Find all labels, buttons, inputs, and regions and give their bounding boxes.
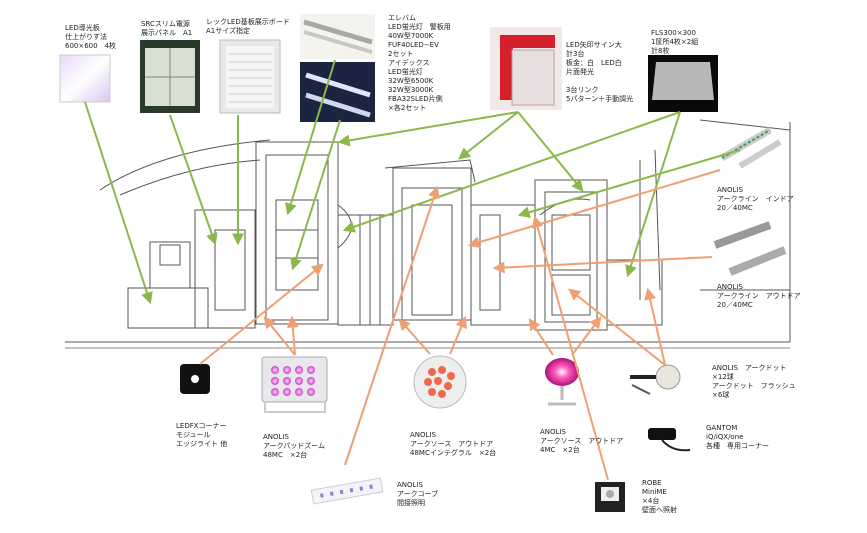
photo-fls-panel [648, 55, 718, 112]
text: LED蛍光灯 警板用 [388, 23, 451, 31]
text: 40W型7000K [388, 32, 434, 40]
text: 32W型6500K [388, 77, 434, 85]
photo-led-panel [59, 54, 111, 103]
photo-led-tubes [300, 14, 375, 122]
text: アークパッドズーム [263, 442, 326, 450]
anolis-arcdot-icon [630, 364, 681, 395]
text: LED蛍光灯 [388, 68, 423, 76]
text: FBA32SLED片側 [388, 95, 443, 103]
text: MiniME [642, 488, 667, 496]
text: ANOLIS [540, 428, 566, 436]
label-arcsource4: ANOLIS アークソース アウトドア 4MC ×2台 [540, 428, 623, 455]
text: アイデックス [388, 59, 430, 67]
anolis-arcsource4-icon [545, 358, 579, 406]
label-anolis-indoor: ANOLIS アークライン インドア 20／40MC [717, 186, 794, 213]
text: LED導光板 [65, 24, 100, 32]
text: 3台リンク [566, 86, 599, 94]
photo-rack-led-board [219, 39, 281, 114]
text: ANOLIS [397, 481, 423, 489]
anolis-arcline-indoor-icon [720, 126, 782, 169]
text: 20／40MC [717, 301, 753, 309]
text: 壁面へ照射 [642, 506, 677, 514]
text: 2セット [388, 50, 414, 58]
label-rack-led: レックLED基板展示ボード A1サイズ指定 [206, 18, 290, 36]
text: 1筐所4枚×2組 [651, 38, 699, 46]
label-arcsource48: ANOLIS アークソース アウトドア 48MCインテグラル ×2台 [410, 431, 496, 458]
green-arrows [84, 59, 741, 305]
text: アークライン インドア [717, 195, 794, 203]
text: 計8枚 [651, 47, 670, 55]
text: 計3台 [566, 50, 585, 58]
anolis-arccove-icon [310, 477, 384, 505]
photo-led-arrow-sign [490, 27, 562, 110]
text: 各種 専用コーナー [706, 442, 769, 450]
text: アークソース アウトドア [410, 440, 494, 448]
label-fls: FLS300×300 1筐所4枚×2組 計8枚 [651, 29, 698, 56]
text: エレバム [388, 14, 416, 22]
label-led-sign: LED矢印サイン大 計3台 板金：白 LED白 片面発光 3台リンク 5パターン… [566, 41, 633, 104]
label-led-panel: LED導光板 仕上がりす法 600×600 4枚 [65, 24, 116, 51]
label-ledfx: LEDFXコーナー モジュール エッジライト 他 [176, 422, 227, 449]
text: 仕上がりす法 [65, 33, 107, 41]
text: FLS300×300 [651, 29, 696, 37]
label-src-slim: SRCスリム電源 展示パネル A1 [141, 20, 192, 38]
label-pad-zoom: ANOLIS アークパッドズーム 48MC ×2台 [263, 433, 325, 460]
ledfx-module-icon [180, 364, 210, 394]
text: エッジライト 他 [176, 440, 228, 448]
text: SRCスリム電源 [141, 20, 190, 28]
label-elebam: エレバム LED蛍光灯 警板用 40W型7000K FUF40LED−EV 2セ… [388, 14, 451, 113]
text: 32W型3000K [388, 86, 434, 94]
text: 板金：白 LED白 [566, 59, 622, 67]
text: 5パターン＋手動調光 [566, 95, 634, 103]
text: 48MCインテグラル ×2台 [410, 449, 497, 457]
gantom-icon [648, 428, 691, 452]
text: ANOLIS [263, 433, 289, 441]
text: GANTOM [706, 424, 738, 432]
text: アークドット フラッシュ [712, 382, 796, 390]
text: ANOLIS アークドット [712, 364, 787, 372]
label-robe: ROBE MiniME ×4台 壁面へ照射 [642, 479, 677, 515]
text: ANOLIS [410, 431, 436, 439]
text: ×各2セット [388, 104, 427, 112]
photo-src-slim [140, 40, 200, 113]
label-arccove: ANOLIS アークコーブ 間接照明 [397, 481, 438, 508]
text: ×12球 [712, 373, 734, 381]
text: ANOLIS [717, 186, 743, 194]
booth-elevation [65, 119, 791, 349]
text: アークソース アウトドア [540, 437, 624, 445]
text: FUF40LED−EV [388, 41, 439, 49]
label-anolis-outdoor: ANOLIS アークライン アウトドア 20／40MC [717, 283, 801, 310]
text: 展示パネル A1 [141, 29, 193, 37]
anolis-arcline-outdoor-icon [713, 221, 787, 276]
text: 片面発光 [566, 68, 594, 76]
text: ×4台 [642, 497, 660, 505]
text: ROBE [642, 479, 662, 487]
text: iQ/iQX/one [706, 433, 744, 441]
text: アークライン アウトドア [717, 292, 801, 300]
anolis-arcsource48-icon [413, 355, 467, 409]
anolis-arcpad-zoom-icon [261, 356, 328, 413]
text: 間接照明 [397, 499, 425, 507]
label-arcdot: ANOLIS アークドット ×12球 アークドット フラッシュ ×6球 [712, 364, 796, 400]
robe-minime-icon [595, 482, 625, 512]
text: レックLED基板展示ボード [206, 18, 290, 26]
text: ANOLIS [717, 283, 743, 291]
text: 48MC ×2台 [263, 451, 308, 459]
orange-arrows [199, 169, 721, 481]
label-gantom: GANTOM iQ/iQX/one 各種 専用コーナー [706, 424, 769, 451]
text: ×6球 [712, 391, 730, 399]
text: 600×600 4枚 [65, 42, 117, 50]
text: アークコーブ [397, 490, 439, 498]
text: 4MC ×2台 [540, 446, 580, 454]
text: A1サイズ指定 [206, 27, 251, 35]
text [566, 77, 633, 86]
text: LED矢印サイン大 [566, 41, 622, 49]
text: モジュール [176, 431, 211, 439]
text: LEDFXコーナー [176, 422, 227, 430]
text: 20／40MC [717, 204, 753, 212]
